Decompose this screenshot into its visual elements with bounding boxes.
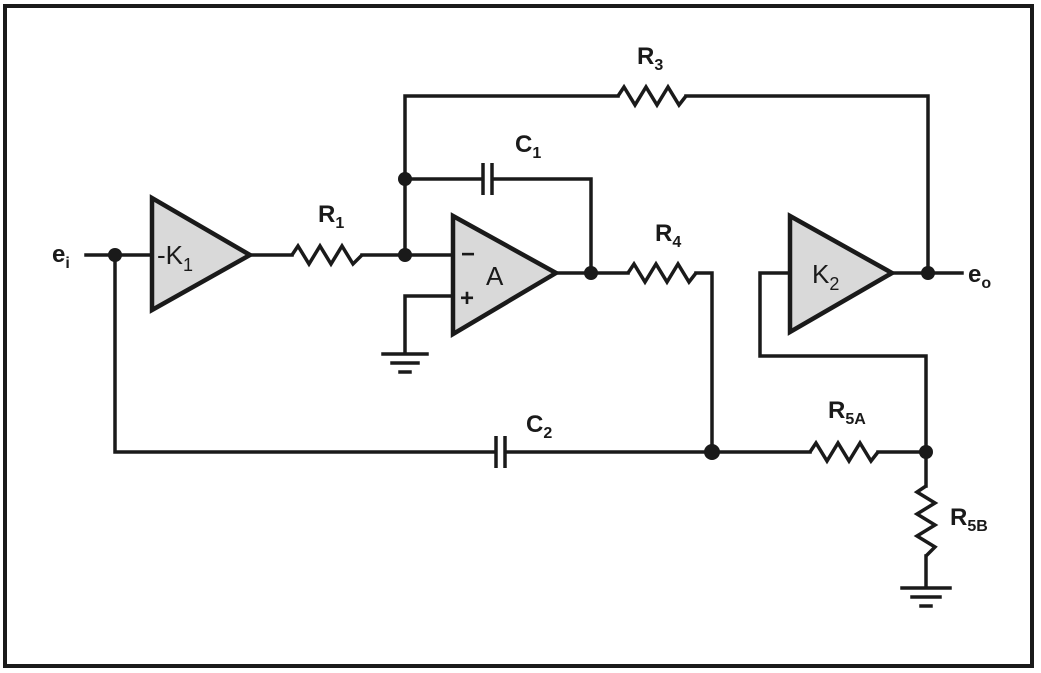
ground-opamp-symbol (381, 352, 429, 374)
junction-dots (108, 172, 935, 460)
input-label: ei (52, 241, 70, 272)
resistor-r5a (808, 439, 880, 465)
r5a-label: R5A (828, 397, 866, 428)
resistor-r4 (626, 260, 698, 286)
r5b-label: R5B (950, 504, 988, 535)
opamp-inverting-sign: − (461, 241, 475, 268)
capacitor-c2 (494, 436, 507, 468)
k2-amp-label: K2 (812, 259, 839, 294)
c1-label: C1 (515, 131, 541, 162)
c2-label: C2 (526, 411, 552, 442)
opamp-label: A (486, 261, 504, 291)
resistor-r5b (913, 484, 939, 558)
resistor-r1 (290, 242, 364, 268)
ground-r5b-symbol (900, 586, 952, 608)
wires (84, 94, 964, 588)
k1-amp-label: -K1 (157, 240, 193, 275)
output-label: eo (968, 261, 991, 292)
amplifier-k1 (149, 194, 255, 314)
resistor-r3 (616, 83, 688, 109)
r4-label: R4 (655, 220, 681, 251)
r1-label: R1 (318, 201, 344, 232)
capacitor-c1 (481, 163, 494, 195)
r3-label: R3 (637, 43, 663, 74)
opamp-a (450, 212, 561, 338)
diagram-frame (3, 4, 1034, 668)
opamp-noninverting-sign: + (460, 285, 474, 312)
amplifier-k2 (787, 212, 897, 336)
